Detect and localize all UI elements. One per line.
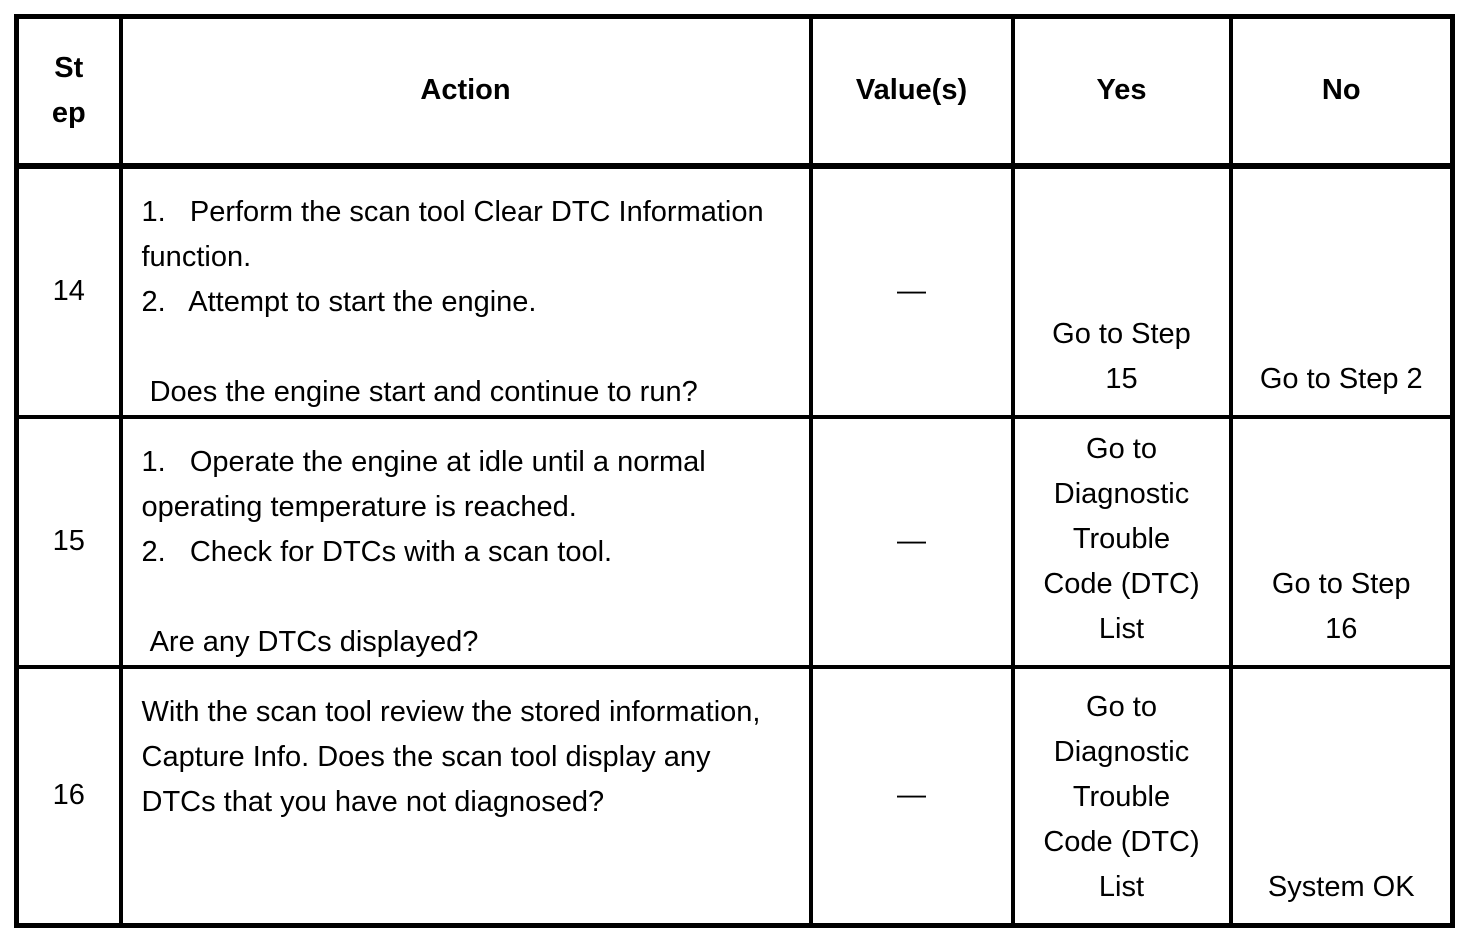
col-header-values: Value(s) xyxy=(808,14,1015,169)
no-cell: System OK xyxy=(1228,664,1455,928)
values-cell: — xyxy=(808,163,1015,419)
col-header-yes: Yes xyxy=(1010,14,1233,169)
step-number-cell: 14 xyxy=(14,163,123,419)
diagnostic-steps-table: St ep Action Value(s) Yes No 14 1. Perfo… xyxy=(14,14,1455,928)
values-cell: — xyxy=(808,414,1015,669)
action-cell: 1. Perform the scan tool Clear DTC Infor… xyxy=(118,163,813,419)
yes-cell: Go to Diagnostic Trouble Code (DTC) List xyxy=(1010,414,1233,669)
step-number-cell: 16 xyxy=(14,664,123,928)
values-cell: — xyxy=(808,664,1015,928)
table-header-row: St ep Action Value(s) Yes No xyxy=(14,14,1455,169)
step-number-cell: 15 xyxy=(14,414,123,669)
action-cell: With the scan tool review the stored inf… xyxy=(118,664,813,928)
table-row-step-15: 15 1. Operate the engine at idle until a… xyxy=(14,414,1455,669)
col-header-action: Action xyxy=(118,14,813,169)
no-cell: Go to Step 16 xyxy=(1228,414,1455,669)
table-row-step-16: 16 With the scan tool review the stored … xyxy=(14,664,1455,928)
no-cell: Go to Step 2 xyxy=(1228,163,1455,419)
yes-cell: Go to Diagnostic Trouble Code (DTC) List xyxy=(1010,664,1233,928)
action-cell: 1. Operate the engine at idle until a no… xyxy=(118,414,813,669)
col-header-no: No xyxy=(1228,14,1455,169)
yes-cell: Go to Step 15 xyxy=(1010,163,1233,419)
table-row-step-14: 14 1. Perform the scan tool Clear DTC In… xyxy=(14,163,1455,419)
col-header-step: St ep xyxy=(14,14,123,169)
